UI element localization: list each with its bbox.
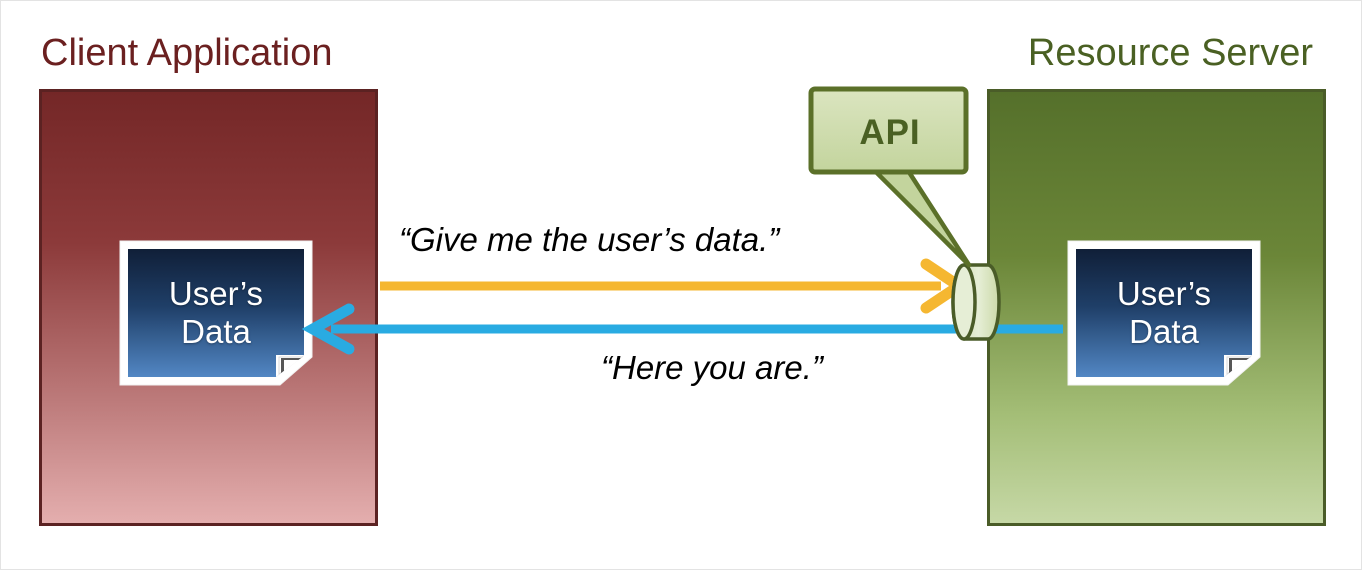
client-application-title: Client Application xyxy=(41,32,333,74)
request-arrow-caption: “Give me the user’s data.” xyxy=(399,221,780,258)
api-endpoint-cylinder xyxy=(951,259,1001,345)
response-arrow-caption: “Here you are.” xyxy=(601,349,823,386)
api-callout: API xyxy=(807,85,977,270)
server-users-data-card: User’s Data xyxy=(1066,239,1262,387)
resource-server-title: Resource Server xyxy=(1027,32,1313,74)
client-users-data-card: User’s Data xyxy=(118,239,314,387)
